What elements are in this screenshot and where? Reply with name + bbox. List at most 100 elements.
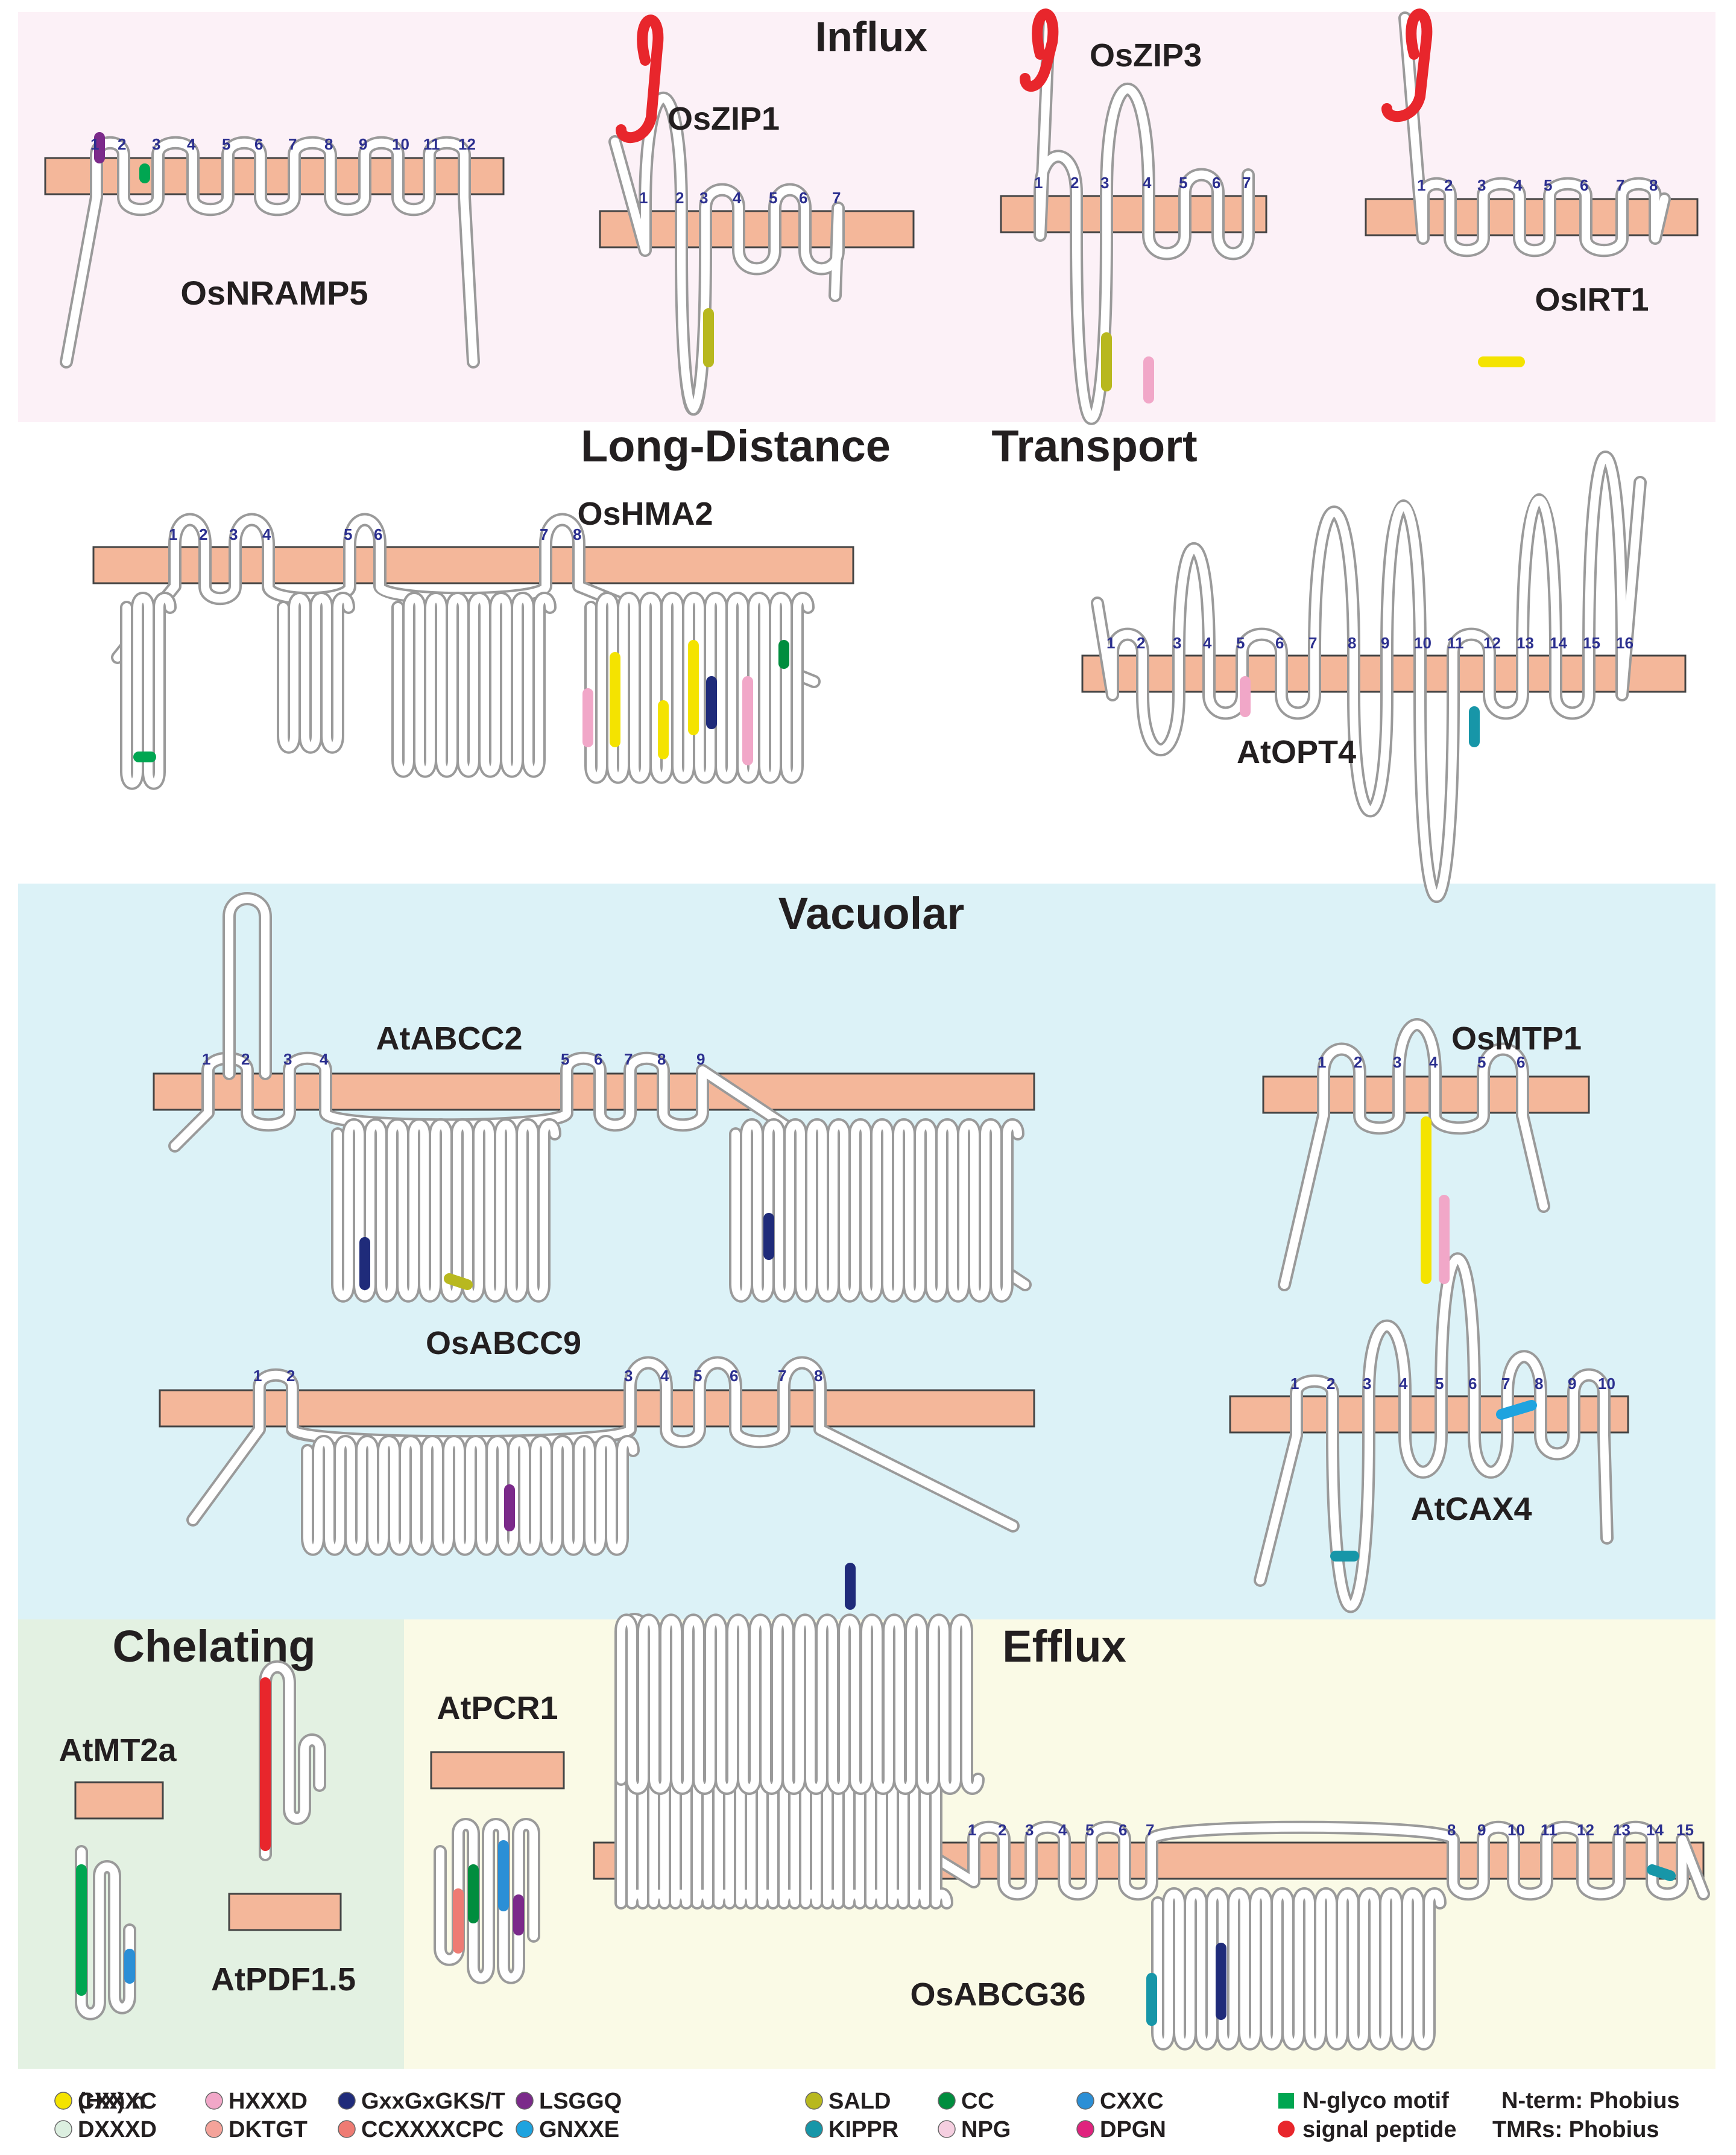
tm-number-osirt1: 7 bbox=[1616, 176, 1624, 194]
tm-number-osnramp5: 4 bbox=[187, 135, 196, 153]
tm-number-atabcc2: 2 bbox=[241, 1050, 250, 1068]
tm-number-osabcg36: 8 bbox=[1447, 1821, 1456, 1839]
tm-number-atcax4: 3 bbox=[1363, 1375, 1371, 1393]
tm-number-oszip1: 5 bbox=[769, 189, 777, 207]
protein-name-osnramp5: OsNRAMP5 bbox=[180, 274, 368, 312]
legend-label: CC bbox=[961, 2089, 994, 2114]
legend-item: SALD bbox=[805, 2089, 891, 2114]
chain-inner-osabcg36 bbox=[617, 1660, 1708, 1899]
tm-number-oshma2: 5 bbox=[344, 525, 352, 543]
chain-inner-atcax4 bbox=[1256, 1255, 1611, 1611]
hairpin-inner-atabcc2 bbox=[333, 1121, 559, 1300]
tm-number-atopt4: 6 bbox=[1275, 634, 1284, 652]
membrane-atpcr1 bbox=[430, 1751, 565, 1790]
tm-number-oszip3: 4 bbox=[1143, 174, 1152, 192]
protein-name-atpcr1: AtPCR1 bbox=[437, 1690, 558, 1726]
protein-name-oshma2: OsHMA2 bbox=[577, 496, 713, 532]
chain-inner-osabcc9 bbox=[189, 1358, 1017, 1530]
chain-inner-oszip3 bbox=[1036, 14, 1252, 423]
hairpin-inner-oshma2 bbox=[279, 594, 353, 752]
tm-number-osmtp1: 1 bbox=[1318, 1053, 1326, 1071]
tm-number-osirt1: 5 bbox=[1544, 176, 1552, 194]
tm-number-osirt1: 4 bbox=[1513, 176, 1523, 194]
hairpin-inner-atabcc2 bbox=[731, 1121, 1022, 1300]
legend-swatch bbox=[205, 2120, 223, 2138]
tm-number-atabcc2: 5 bbox=[561, 1050, 569, 1068]
tm-number-atopt4: 3 bbox=[1173, 634, 1181, 652]
tm-number-osabcg36: 13 bbox=[1613, 1821, 1630, 1839]
tm-number-atcax4: 5 bbox=[1435, 1375, 1444, 1393]
tm-number-osabcc9: 3 bbox=[624, 1367, 633, 1385]
legend-item: CC bbox=[938, 2089, 994, 2114]
tm-number-osmtp1: 2 bbox=[1354, 1053, 1362, 1071]
tm-number-osabcg36: 11 bbox=[1541, 1821, 1558, 1839]
tm-number-osnramp5: 5 bbox=[222, 135, 230, 153]
protein-name-osabcg36: OsABCG36 bbox=[910, 1976, 1085, 2013]
protein-name-atopt4: AtOPT4 bbox=[1237, 734, 1356, 770]
tm-number-atopt4: 16 bbox=[1616, 634, 1633, 652]
tm-number-osnramp5: 11 bbox=[423, 135, 440, 153]
tm-number-osabcc9: 1 bbox=[253, 1367, 262, 1385]
protein-name-oszip3: OsZIP3 bbox=[1090, 37, 1202, 74]
tm-number-osabcg36: 9 bbox=[1477, 1821, 1486, 1839]
tm-number-osmtp1: 4 bbox=[1429, 1053, 1438, 1071]
chain-atmt2a-inner bbox=[77, 1847, 134, 2018]
tm-number-atabcc2: 7 bbox=[624, 1050, 633, 1068]
hairpin-inner-oshma2 bbox=[122, 594, 174, 788]
legend-label: DXXXD bbox=[78, 2117, 157, 2142]
tm-number-osabcc9: 6 bbox=[730, 1367, 738, 1385]
legend-tmrs: TMRs: Phobius bbox=[1492, 2117, 1659, 2142]
legend-label: GxxGxGKS/T bbox=[361, 2089, 505, 2114]
tm-number-oszip3: 5 bbox=[1179, 174, 1187, 192]
tm-number-osabcg36: 12 bbox=[1577, 1821, 1594, 1839]
membrane-atpdf15 bbox=[228, 1893, 342, 1931]
tm-number-osabcg36: 1 bbox=[968, 1821, 976, 1839]
protein-name-atabcc2: AtABCC2 bbox=[376, 1021, 523, 1057]
tm-number-oszip1: 4 bbox=[733, 189, 742, 207]
tm-number-atopt4: 4 bbox=[1203, 634, 1212, 652]
legend-item: KIPPR bbox=[805, 2117, 898, 2142]
tm-number-atabcc2: 3 bbox=[283, 1050, 292, 1068]
tm-number-atopt4: 13 bbox=[1517, 634, 1534, 652]
protein-chains bbox=[60, 11, 1710, 2051]
legend-label: CCXXXXCPC bbox=[361, 2117, 504, 2142]
tm-number-atopt4: 2 bbox=[1137, 634, 1145, 652]
motif-osabcg36-kippr2 bbox=[1647, 1864, 1676, 1881]
section-title-efflux: Efflux bbox=[1002, 1621, 1126, 1671]
legend-swatch bbox=[338, 2120, 356, 2138]
legend-label: LSGGQ bbox=[539, 2089, 622, 2114]
legend-item: CCXXXXCPC bbox=[338, 2117, 504, 2142]
tm-number-atcax4: 8 bbox=[1535, 1375, 1543, 1393]
tm-number-atopt4: 7 bbox=[1308, 634, 1317, 652]
legend-item: (HX) n bbox=[54, 2089, 145, 2114]
hairpin-inner-oshma2 bbox=[587, 594, 812, 782]
tm-number-osabcg36: 10 bbox=[1507, 1821, 1525, 1839]
tm-number-osnramp5: 1 bbox=[90, 135, 99, 153]
tm-number-atabcc2: 9 bbox=[696, 1050, 705, 1068]
tm-number-osabcg36: 2 bbox=[998, 1821, 1006, 1839]
tm-number-atcax4: 1 bbox=[1290, 1375, 1299, 1393]
tm-number-osnramp5: 10 bbox=[392, 135, 409, 153]
protein-name-osabcc9: OsABCC9 bbox=[426, 1325, 581, 1361]
legend-swatch bbox=[54, 2120, 72, 2138]
tm-number-osabcc9: 8 bbox=[814, 1367, 822, 1385]
tm-number-oshma2: 3 bbox=[229, 525, 238, 543]
tm-number-osabcc9: 2 bbox=[286, 1367, 295, 1385]
tm-number-oszip1: 1 bbox=[639, 189, 648, 207]
tm-number-atcax4: 10 bbox=[1598, 1375, 1615, 1393]
tm-number-osabcc9: 4 bbox=[660, 1367, 669, 1385]
tm-number-oszip1: 2 bbox=[675, 189, 684, 207]
tm-number-oszip3: 7 bbox=[1242, 174, 1251, 192]
tm-number-oszip3: 2 bbox=[1070, 174, 1079, 192]
membrane-osabcc9 bbox=[159, 1389, 1035, 1428]
tm-number-oszip3: 3 bbox=[1100, 174, 1109, 192]
tm-number-oshma2: 1 bbox=[169, 525, 177, 543]
tm-number-atopt4: 9 bbox=[1381, 634, 1389, 652]
legend-item: DPGN bbox=[1076, 2117, 1166, 2142]
tm-number-osnramp5: 7 bbox=[288, 135, 297, 153]
membrane-oszip1 bbox=[599, 210, 915, 248]
protein-names: OsNRAMP5OsZIP1OsZIP3OsIRT1OsHMA2AtOPT4At… bbox=[58, 37, 1649, 2013]
chain-inner-osnramp5 bbox=[62, 138, 478, 366]
tm-number-osirt1: 2 bbox=[1444, 176, 1453, 194]
